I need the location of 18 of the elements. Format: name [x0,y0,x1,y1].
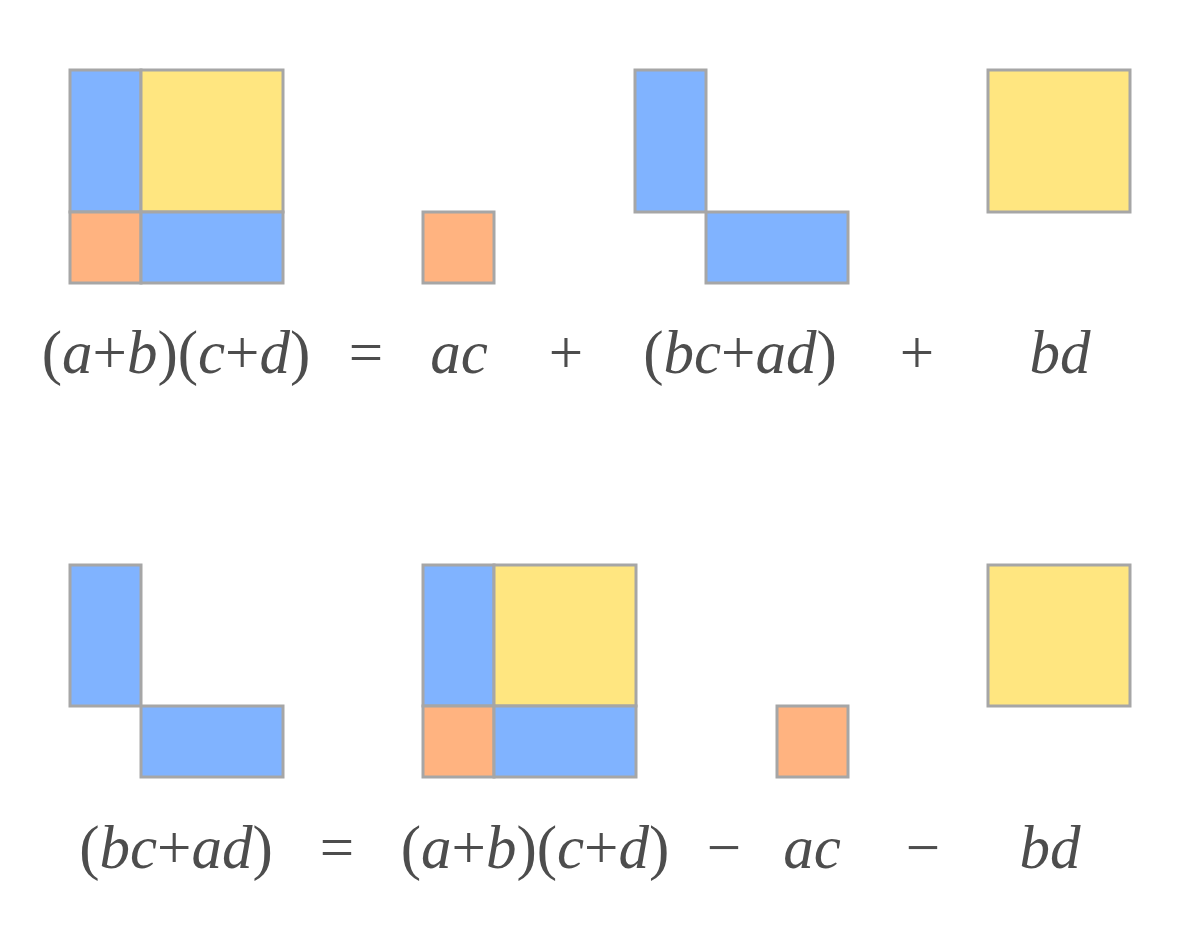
minus-sign: − [905,816,941,878]
square [986,563,1132,708]
plus-sign: + [899,321,935,383]
l-shaped-strips [68,563,285,779]
formula: ac [783,816,841,878]
formula: ac [430,321,488,383]
equals-sign: = [319,816,355,878]
square [986,68,1132,214]
small-square [421,210,496,285]
divided-square [421,563,638,779]
equals-sign: = [348,321,384,383]
minus-sign: − [706,816,742,878]
small-square [775,704,850,779]
divided-square [68,68,285,285]
l-shaped-strips [633,68,850,285]
plus-sign: + [548,321,584,383]
formula: bd [1019,816,1081,878]
formula: bd [1029,321,1091,383]
